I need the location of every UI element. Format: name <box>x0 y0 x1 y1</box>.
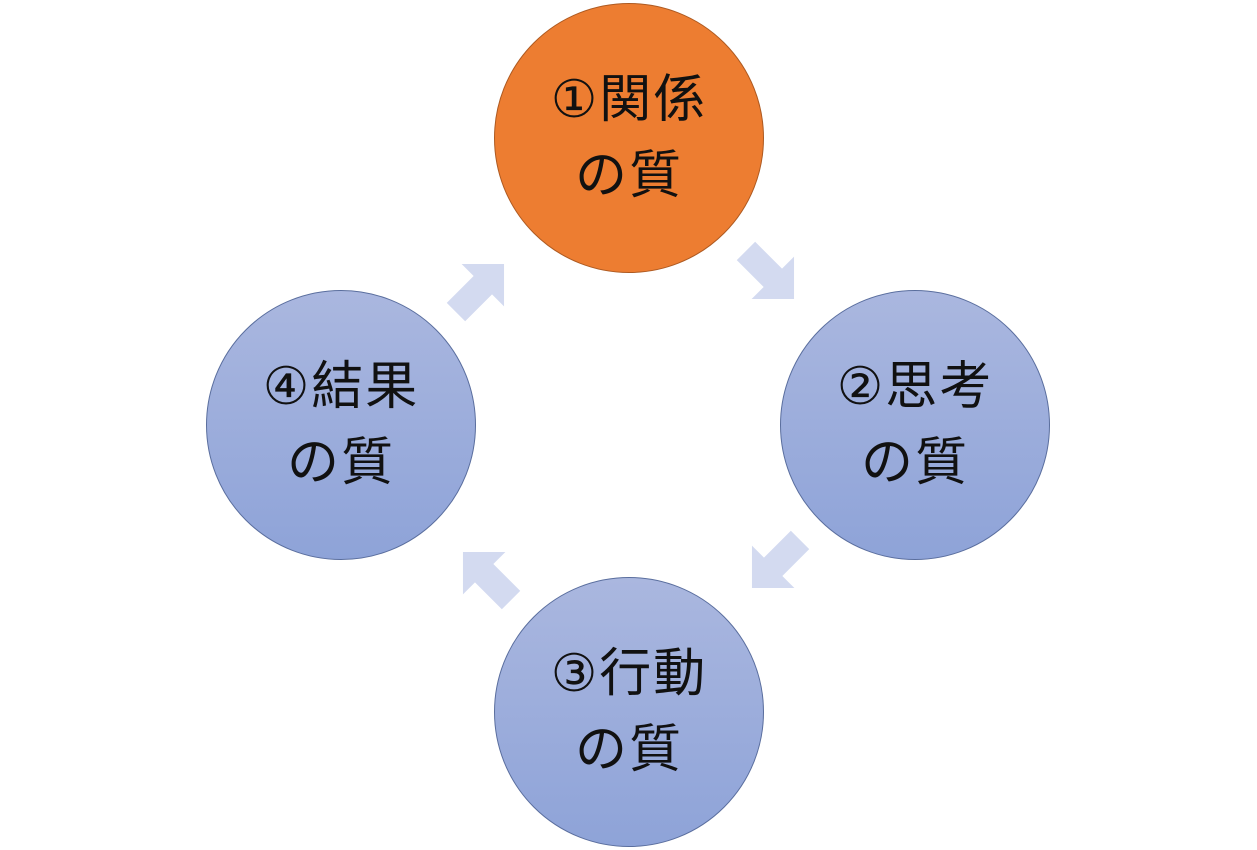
node-thinking-label: ②思考 <box>836 357 994 417</box>
arrow-thinking-to-action <box>751 530 810 589</box>
node-result-sublabel: の質 <box>286 433 395 493</box>
node-thinking-sublabel: の質 <box>860 433 969 493</box>
node-result-quality: ④結果 の質 <box>206 290 476 560</box>
node-relationship-quality: ①関係 の質 <box>494 3 764 273</box>
arrow-shape <box>751 530 810 589</box>
node-result-label: ④結果 <box>262 357 420 417</box>
node-thinking-quality: ②思考 の質 <box>780 290 1050 560</box>
node-action-quality: ③行動 の質 <box>494 577 764 847</box>
arrow-shape <box>736 241 795 300</box>
arrow-shape <box>446 263 505 322</box>
node-relationship-label: ①関係 <box>550 70 708 130</box>
node-relationship-sublabel: の質 <box>574 146 683 206</box>
arrow-result-to-relationship <box>446 263 505 322</box>
node-action-label: ③行動 <box>550 644 708 704</box>
arrow-relationship-to-thinking <box>736 241 795 300</box>
node-action-sublabel: の質 <box>574 720 683 780</box>
arrow-shape <box>462 551 521 610</box>
arrow-action-to-result <box>462 551 521 610</box>
